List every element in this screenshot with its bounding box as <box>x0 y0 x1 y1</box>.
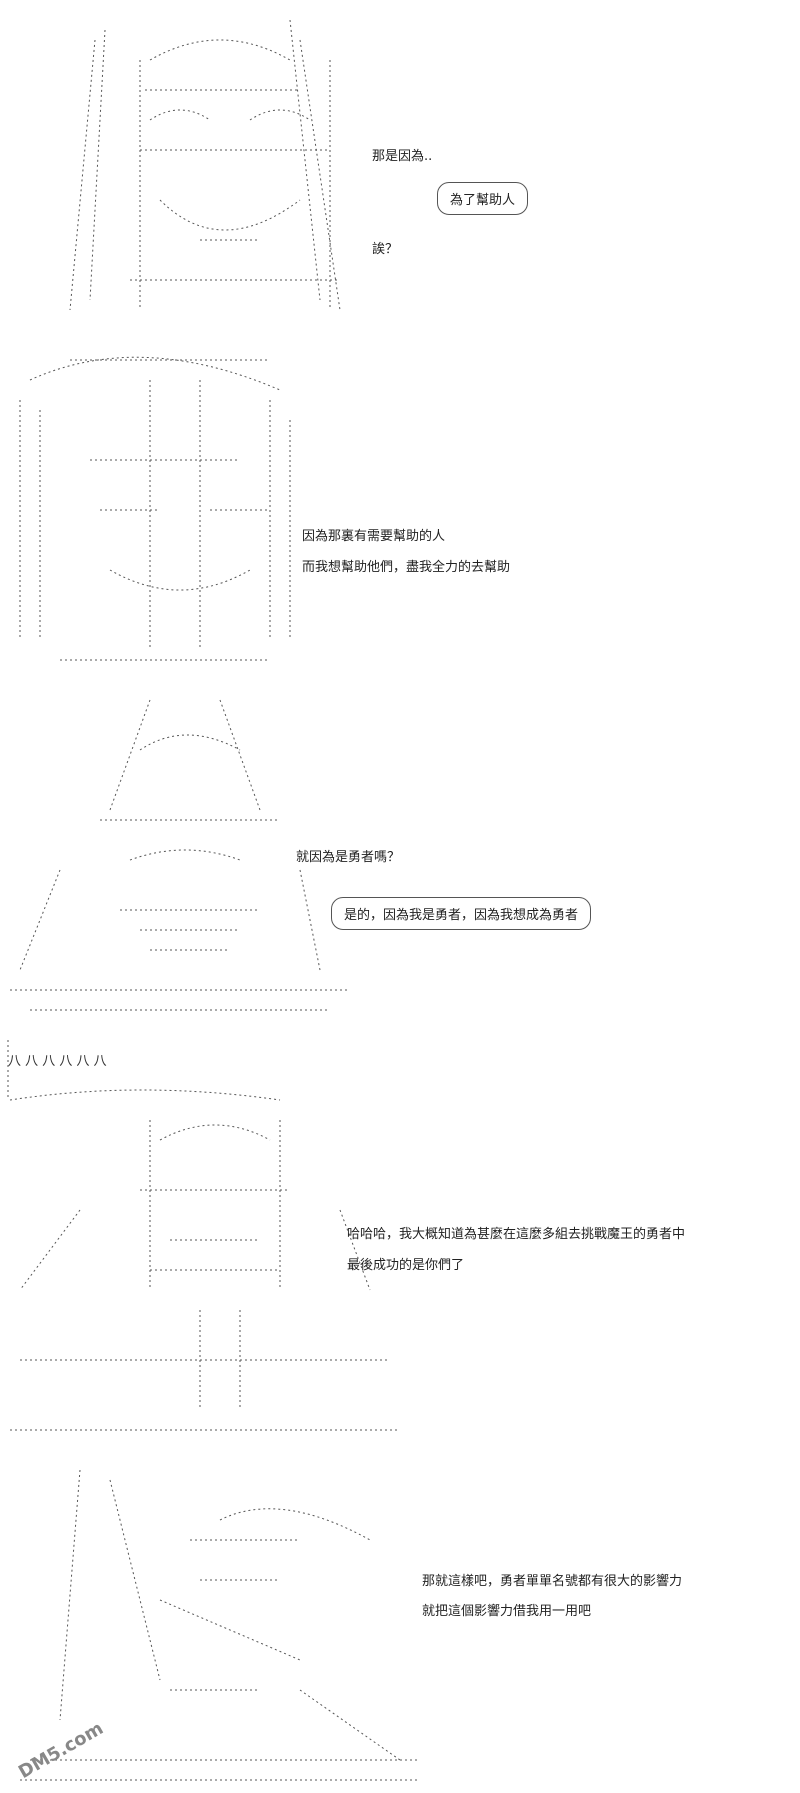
panel-1-bubble: 為了幫助人 <box>437 182 529 215</box>
panel-2-line-2: 而我想幫助他們，盡我全力的去幫助 <box>302 560 511 575</box>
panel-1-line-2: 誒？ <box>372 242 399 257</box>
panel-2-art <box>0 340 800 680</box>
panel-3-bubble: 是的，因為我是勇者，因為我想成為勇者 <box>331 897 592 930</box>
panel-5-art <box>0 1460 800 1793</box>
panel-5-line-1: 那就這樣吧，勇者單單名號都有很大的影響力 <box>422 1574 683 1589</box>
panel-1-art <box>0 0 800 320</box>
panel-1-line-1: 那是因為.. <box>372 149 433 164</box>
panel-4-line-1: 哈哈哈，我大概知道為甚麼在這麼多組去挑戰魔王的勇者中 <box>347 1227 686 1242</box>
panel-4-art <box>0 1030 800 1450</box>
panel-3-art <box>0 690 800 1020</box>
panel-2-line-1: 因為那裏有需要幫助的人 <box>302 529 446 544</box>
panel-5-line-2: 就把這個影響力借我用一用吧 <box>422 1604 592 1619</box>
panel-3-line-1: 就因為是勇者嗎？ <box>296 850 401 865</box>
panel-4-fringe: 八 八 八 八 八 八 <box>8 1054 107 1069</box>
panel-4-line-2: 最後成功的是你們了 <box>347 1258 465 1273</box>
